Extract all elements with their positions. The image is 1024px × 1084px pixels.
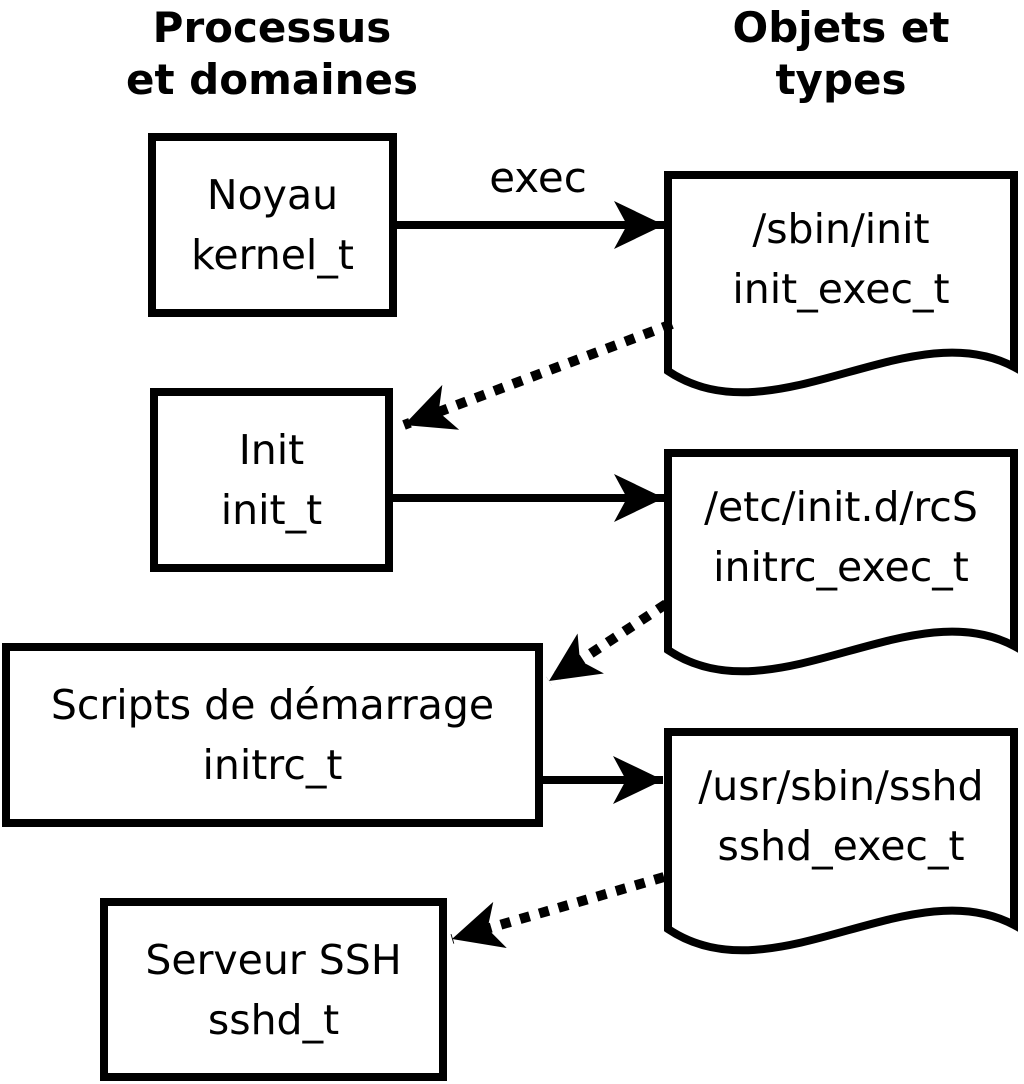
object-path: /usr/sbin/sshd [698, 762, 984, 810]
process-box-initrc: Scripts de démarrage initrc_t [2, 643, 543, 827]
process-type: kernel_t [191, 231, 354, 279]
process-type: sshd_t [207, 995, 340, 1044]
process-name: Scripts de démarrage [50, 681, 495, 729]
document-shape-initrc-exec [664, 449, 1018, 676]
document-shape-init-exec [664, 171, 1018, 397]
header-processes-line1: Processus [152, 3, 392, 52]
process-type: init_t [220, 486, 323, 534]
document-shape-sshd-exec [664, 728, 1018, 955]
transition-arrow-init-exec-to-init [402, 319, 674, 430]
header-processes-line2: et domaines [126, 55, 418, 104]
header-processes: Processus et domaines [70, 2, 474, 106]
object-path: /sbin/init [752, 205, 930, 253]
process-name: Noyau [206, 171, 339, 219]
exec-arrow-label: exec [489, 153, 587, 202]
header-objects: Objets et types [645, 2, 1024, 106]
object-label-initrc-exec: /etc/init.d/rcS initrc_exec_t [668, 477, 1014, 597]
transition-arrow-initrc-exec-to-initrc [546, 599, 669, 686]
process-box-kernel: Noyau kernel_t [148, 133, 397, 317]
process-type: initrc_t [202, 741, 343, 789]
header-objects-line2: types [775, 55, 907, 104]
process-name: Serveur SSH [145, 935, 402, 984]
process-box-init: Init init_t [150, 388, 393, 572]
object-type: initrc_exec_t [713, 543, 969, 591]
transition-arrow-sshd-exec-to-sshd [450, 872, 666, 949]
process-box-sshd: Serveur SSH sshd_t [100, 898, 447, 1081]
object-label-init-exec: /sbin/init init_exec_t [668, 199, 1014, 319]
header-objects-line1: Objets et [732, 3, 950, 52]
process-name: Init [238, 426, 305, 474]
object-path: /etc/init.d/rcS [704, 483, 978, 531]
object-type: init_exec_t [732, 265, 950, 313]
object-type: sshd_exec_t [717, 822, 965, 870]
object-label-sshd-exec: /usr/sbin/sshd sshd_exec_t [668, 756, 1014, 876]
